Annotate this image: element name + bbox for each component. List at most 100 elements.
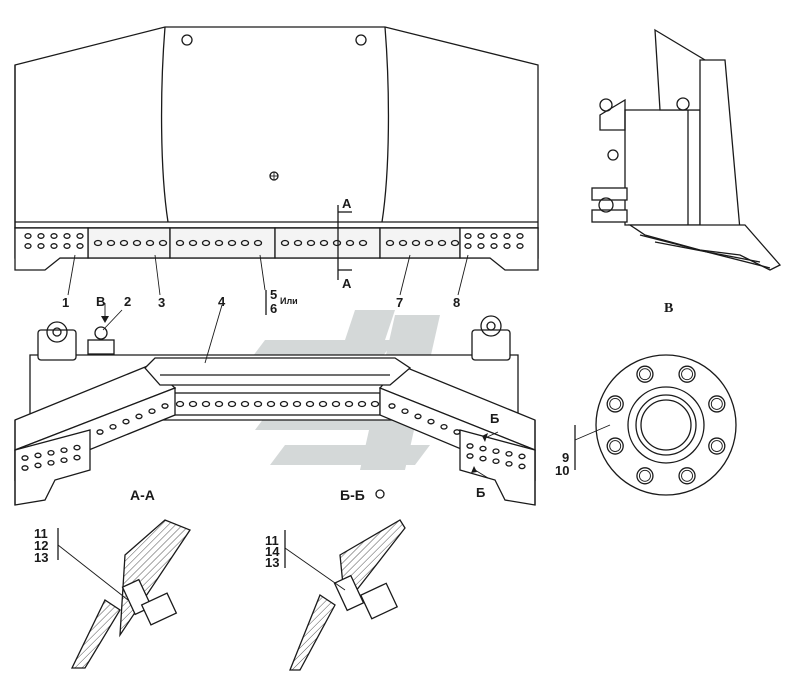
label-part-1: 1: [62, 295, 69, 310]
bolt-hole: [253, 400, 263, 408]
bolt-hole: [505, 460, 513, 467]
bolt-hole: [358, 239, 368, 247]
bolt-hole: [318, 400, 328, 408]
bolt-hole: [490, 243, 498, 249]
bolt-hole: [135, 413, 143, 420]
bolt-hole: [414, 413, 422, 420]
flange-bolt-hole-inner: [710, 440, 723, 452]
label-part-6: 6: [270, 301, 277, 316]
label-part-4: 4: [218, 294, 226, 309]
bolt-hole: [96, 429, 104, 435]
bolt-hole: [505, 450, 513, 457]
bolt-hole: [214, 239, 224, 247]
bolt-hole: [175, 400, 185, 408]
bolt-hole: [106, 239, 116, 247]
bolt-hole: [398, 239, 408, 247]
bolt-hole: [437, 239, 447, 247]
label-part-5: 5: [270, 287, 277, 302]
bolt-hole: [158, 239, 168, 247]
bolt-hole: [266, 400, 276, 408]
bolt-hole: [280, 239, 290, 247]
section-a-a: [57, 519, 191, 669]
label-part-13-aa: 13: [34, 550, 48, 565]
bolt-hole: [76, 233, 84, 239]
flange-bolt-hole: [678, 365, 696, 383]
flange-bolt-hole: [606, 395, 624, 413]
flange-detail: [595, 354, 737, 496]
flange-bolt-hole-inner: [710, 398, 723, 410]
bolt-hole: [214, 400, 224, 408]
center-mark-icon: [269, 171, 279, 181]
bolt-hole: [34, 462, 42, 469]
view-titles: В А-А Б-Б: [130, 301, 673, 503]
bolt-hole: [490, 233, 498, 239]
bolt-hole: [305, 400, 315, 408]
label-arrow-v: В: [96, 294, 105, 309]
bolt-hole: [357, 400, 367, 408]
end-bit-right: [459, 227, 539, 271]
bolt-hole: [424, 239, 434, 247]
bolt-hole: [201, 239, 211, 247]
bolt-hole: [516, 233, 524, 239]
bolt-hole: [21, 455, 29, 461]
flange-bolt-hole-inner: [639, 368, 651, 381]
bolt-hole: [188, 239, 198, 247]
flange-bolt-hole: [606, 437, 624, 455]
bolt-hole: [63, 233, 71, 239]
bolt-hole: [477, 233, 485, 239]
flange-bolt-hole: [678, 467, 696, 485]
label-part-12-aa: 12: [34, 538, 48, 553]
bolt-hole: [401, 408, 409, 415]
bolt-hole: [109, 423, 117, 430]
bolt-hole: [47, 459, 55, 466]
bolt-hole: [73, 454, 81, 461]
bolt-hole: [227, 239, 237, 247]
bolt-hole: [50, 243, 58, 249]
section-mark-icon: [375, 489, 385, 499]
label-part-13-bb: 13: [265, 555, 279, 570]
bolt-hole: [518, 463, 526, 470]
part-labels: 1 3 7 8 2 В 4 5 Или 6 А А Б Б 9 10: [62, 196, 569, 500]
bolt-hole: [503, 233, 511, 239]
label-part-9: 9: [562, 450, 569, 465]
bolt-hole: [479, 445, 487, 452]
bolt-hole: [34, 452, 42, 459]
bolt-hole: [344, 400, 354, 408]
flange-bolt-hole: [636, 467, 654, 485]
label-part-2: 2: [124, 294, 131, 309]
bolt-hole: [37, 243, 45, 249]
flange-bolt-hole-inner: [609, 440, 622, 452]
blade-front-view: [14, 26, 539, 280]
title-section-a-a: А-А: [130, 487, 155, 503]
bolt-hole: [293, 239, 303, 247]
bolt-hole: [148, 408, 156, 415]
bolt-hole: [385, 239, 395, 247]
bolt-hole: [440, 423, 448, 430]
bolt-hole: [122, 418, 130, 425]
view-v-side: [591, 28, 782, 271]
bolt-hole: [227, 400, 237, 408]
bolt-hole: [253, 239, 263, 247]
bolt-hole: [93, 239, 103, 247]
flange-bolt-hole-inner: [681, 368, 693, 381]
bolt-hole: [370, 400, 380, 408]
label-or: Или: [280, 296, 298, 306]
title-view-v: В: [664, 301, 673, 316]
cutting-edge-segment: [87, 227, 171, 259]
bolt-hole: [47, 449, 55, 456]
bolt-hole: [411, 239, 421, 247]
section-b-b: [284, 519, 406, 671]
bolt-hole: [161, 403, 169, 409]
flange-bolt-hole-inner: [681, 469, 693, 482]
bolt-hole: [188, 400, 198, 408]
label-part-14-bb: 14: [265, 544, 280, 559]
bolt-hole: [332, 239, 342, 247]
bolt-hole: [492, 458, 500, 465]
label-section-a-bottom: А: [342, 276, 352, 291]
bolt-hole: [132, 239, 142, 247]
bolt-hole: [240, 400, 250, 408]
bolt-hole: [306, 239, 316, 247]
bolt-hole: [24, 233, 32, 239]
leader-lines: [67, 254, 611, 479]
